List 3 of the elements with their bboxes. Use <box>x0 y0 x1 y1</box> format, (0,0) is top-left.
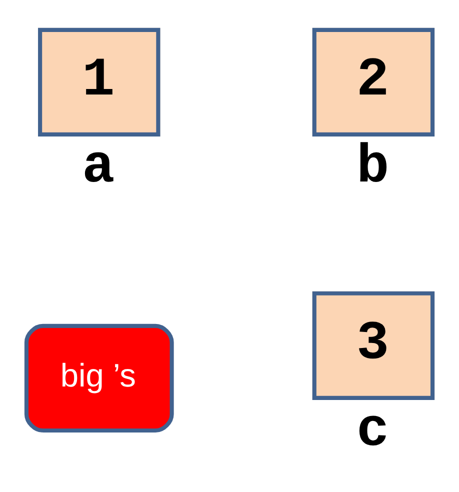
node-label: c <box>356 400 390 462</box>
node-label: a <box>82 136 115 198</box>
node-label: b <box>356 136 390 198</box>
